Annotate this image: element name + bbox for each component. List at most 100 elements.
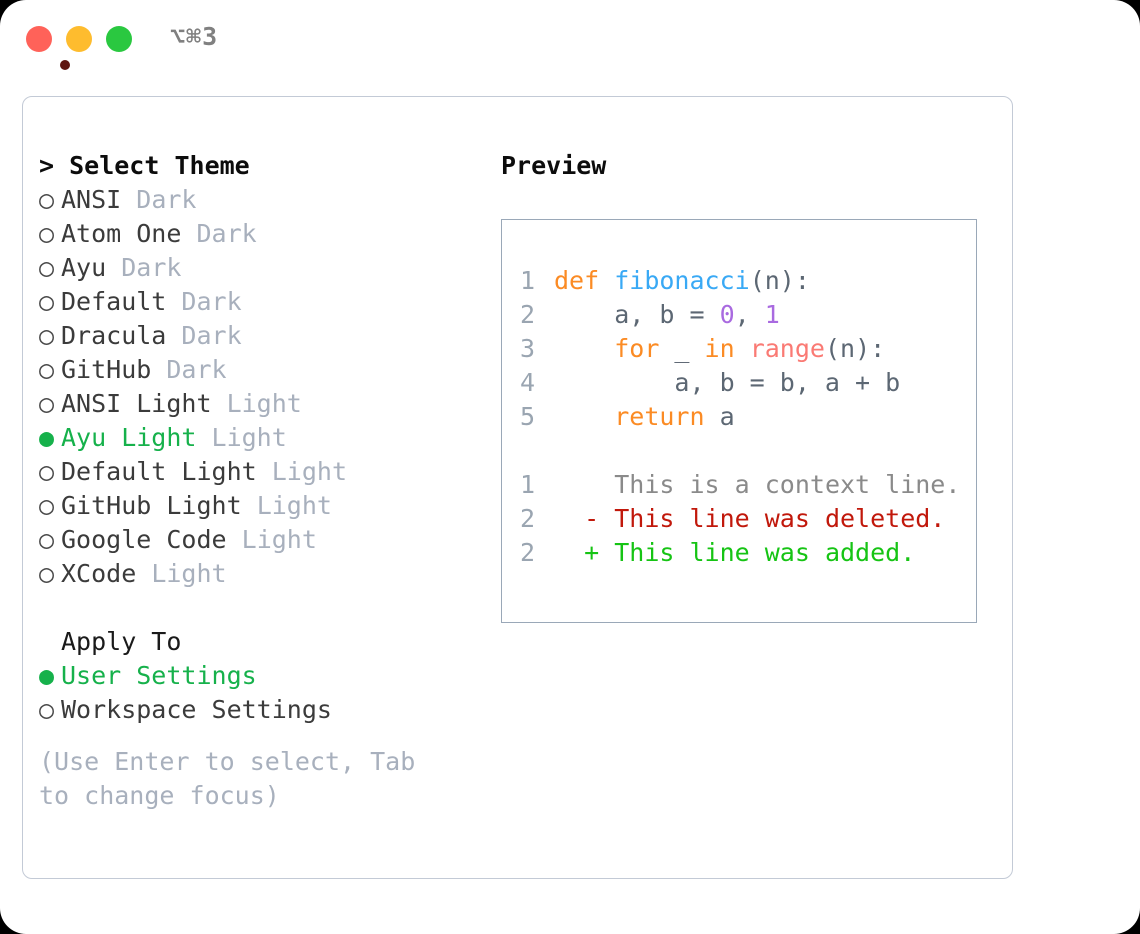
- theme-option-label: Ayu Light: [61, 423, 197, 452]
- theme-option-ayu[interactable]: ○Ayu Dark: [39, 251, 489, 285]
- line-number: 2: [520, 300, 536, 329]
- theme-option-google-code[interactable]: ○Google Code Light: [39, 523, 489, 557]
- radio-unselected-icon: ○: [39, 185, 55, 214]
- theme-option-github-light[interactable]: ○GitHub Light Light: [39, 489, 489, 523]
- theme-option-label: Atom One: [61, 219, 182, 248]
- apply-to-option-label: User Settings: [61, 661, 257, 690]
- diff-line-ctx: 1 This is a context line.: [520, 468, 976, 502]
- theme-variant-badge: Dark: [196, 219, 257, 248]
- code-token: a: [704, 402, 735, 431]
- diff-text: This line was deleted.: [599, 504, 946, 533]
- diff-text: This line was added.: [599, 538, 916, 567]
- theme-option-label: Default: [61, 287, 167, 316]
- theme-variant-badge: Light: [211, 423, 287, 452]
- diff-line-add: 2 + This line was added.: [520, 536, 976, 570]
- code-token: 0: [719, 300, 735, 329]
- theme-option-label: Default Light: [61, 457, 257, 486]
- theme-option-label: GitHub Light: [61, 491, 242, 520]
- code-token: def: [554, 266, 615, 295]
- theme-variant-badge: Dark: [136, 185, 197, 214]
- code-diff-separator: [520, 434, 976, 468]
- apply-to-heading: Apply To: [61, 627, 182, 656]
- theme-variant-badge: Light: [241, 525, 317, 554]
- diff-line-del: 2 - This line was deleted.: [520, 502, 976, 536]
- code-token: return: [614, 402, 705, 431]
- code-token: in: [704, 334, 735, 363]
- radio-unselected-icon: ○: [39, 389, 55, 418]
- diff-marker: -: [584, 504, 600, 533]
- keyboard-shortcut-label: ⌥⌘3: [170, 22, 219, 51]
- code-token: [554, 402, 614, 431]
- code-token: [554, 334, 614, 363]
- line-number: 5: [520, 402, 536, 431]
- theme-option-label: GitHub: [61, 355, 152, 384]
- theme-selector-card: > Select Theme ○ANSI Dark○Atom One Dark○…: [22, 96, 1013, 879]
- theme-option-default-light[interactable]: ○Default Light Light: [39, 455, 489, 489]
- code-token: [735, 334, 750, 363]
- line-number: 2: [520, 504, 536, 533]
- radio-unselected-icon: ○: [39, 355, 55, 384]
- theme-option-label: Dracula: [61, 321, 167, 350]
- diff-marker: [584, 470, 599, 499]
- theme-variant-badge: Light: [271, 457, 347, 486]
- apply-to-list: ●User Settings○Workspace Settings: [39, 659, 489, 727]
- code-token: (n):: [824, 334, 886, 363]
- theme-option-ansi-light[interactable]: ○ANSI Light Light: [39, 387, 489, 421]
- theme-variant-badge: Light: [151, 559, 227, 588]
- theme-option-label: Google Code: [61, 525, 227, 554]
- line-number: 1: [520, 266, 536, 295]
- code-line: 2 a, b = 0, 1: [520, 298, 976, 332]
- code-token: 1: [764, 300, 780, 329]
- apply-to-option-user-settings[interactable]: ●User Settings: [39, 659, 489, 693]
- radio-unselected-icon: ○: [39, 559, 55, 588]
- theme-option-default[interactable]: ○Default Dark: [39, 285, 489, 319]
- list-spacer: [39, 591, 489, 625]
- diff-marker: +: [584, 538, 600, 567]
- apply-to-option-workspace-settings[interactable]: ○Workspace Settings: [39, 693, 489, 727]
- code-token: a, b =: [554, 300, 720, 329]
- radio-unselected-icon: ○: [39, 219, 55, 248]
- recording-indicator-icon: [60, 60, 70, 70]
- theme-variant-badge: Dark: [181, 287, 242, 316]
- radio-unselected-icon: ○: [39, 695, 55, 724]
- radio-unselected-icon: ○: [39, 287, 55, 316]
- theme-variant-badge: Light: [226, 389, 302, 418]
- theme-list-column: > Select Theme ○ANSI Dark○Atom One Dark○…: [39, 149, 489, 813]
- theme-option-xcode[interactable]: ○XCode Light: [39, 557, 489, 591]
- theme-option-label: Ayu: [61, 253, 107, 282]
- theme-option-ansi[interactable]: ○ANSI Dark: [39, 183, 489, 217]
- code-line: 3 for _ in range(n):: [520, 332, 976, 366]
- line-number: 3: [520, 334, 536, 363]
- apply-to-option-label: Workspace Settings: [61, 695, 332, 724]
- radio-selected-icon: ●: [39, 661, 55, 690]
- theme-variant-badge: Dark: [166, 355, 227, 384]
- keyboard-hint-text: (Use Enter to select, Tab to change focu…: [39, 747, 431, 810]
- code-token: ,: [734, 300, 765, 329]
- minimize-icon[interactable]: [66, 26, 92, 52]
- line-number: 4: [520, 368, 536, 397]
- theme-option-dracula[interactable]: ○Dracula Dark: [39, 319, 489, 353]
- theme-option-github[interactable]: ○GitHub Dark: [39, 353, 489, 387]
- theme-variant-badge: Dark: [181, 321, 242, 350]
- diff-sample: 1 This is a context line.2 - This line w…: [520, 468, 976, 570]
- code-line: 4 a, b = b, a + b: [520, 366, 976, 400]
- theme-option-label: XCode: [61, 559, 137, 588]
- theme-option-atom-one[interactable]: ○Atom One Dark: [39, 217, 489, 251]
- theme-option-ayu-light[interactable]: ●Ayu Light Light: [39, 421, 489, 455]
- maximize-icon[interactable]: [106, 26, 132, 52]
- theme-list: ○ANSI Dark○Atom One Dark○Ayu Dark○Defaul…: [39, 183, 489, 591]
- radio-unselected-icon: ○: [39, 457, 55, 486]
- code-line: 5 return a: [520, 400, 976, 434]
- radio-selected-icon: ●: [39, 423, 55, 452]
- page-title: > Select Theme: [39, 151, 250, 180]
- theme-option-label: ANSI: [61, 185, 122, 214]
- theme-variant-badge: Light: [256, 491, 332, 520]
- theme-option-label: ANSI Light: [61, 389, 212, 418]
- radio-unselected-icon: ○: [39, 253, 55, 282]
- close-icon[interactable]: [26, 26, 70, 70]
